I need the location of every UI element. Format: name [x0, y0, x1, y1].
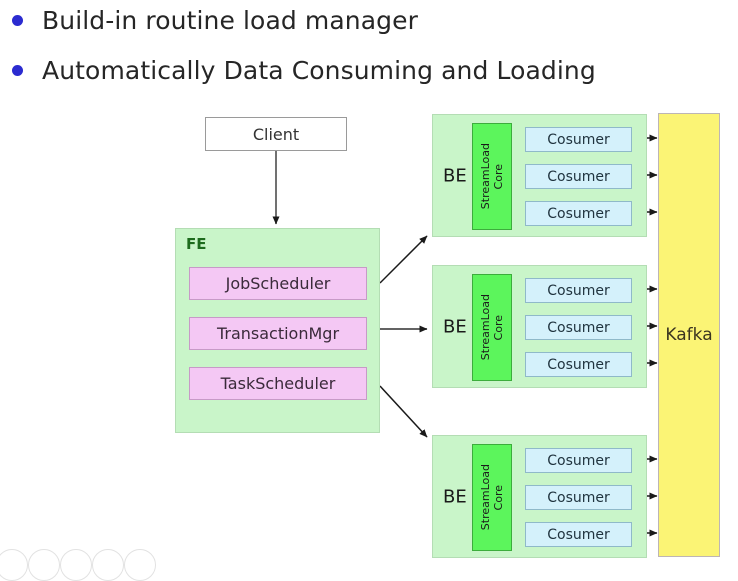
architecture-diagram: Client FE JobScheduler TransactionMgr Ta… [175, 113, 720, 558]
node-be[interactable]: BE StreamLoad Core Cosumer Cosumer Cosum… [432, 265, 647, 388]
arrow-fe-to-be-1 [379, 235, 428, 284]
node-client-label: Client [252, 124, 300, 144]
streamload-core-label: Core [492, 314, 505, 341]
fe-component-label: JobScheduler [225, 274, 331, 293]
bullet-item: Automatically Data Consuming and Loading [12, 56, 596, 85]
streamload-core-label: StreamLoad [479, 143, 492, 210]
node-be-label: BE [443, 486, 467, 507]
streamload-core[interactable]: StreamLoad Core [472, 123, 512, 230]
bullet-text: Build-in routine load manager [42, 6, 418, 35]
streamload-core[interactable]: StreamLoad Core [472, 444, 512, 551]
consumer-box[interactable]: Cosumer [525, 522, 632, 547]
streamload-core[interactable]: StreamLoad Core [472, 274, 512, 381]
node-fe-label: FE [186, 235, 207, 253]
consumer-label: Cosumer [547, 526, 610, 543]
streamload-core-label: StreamLoad [479, 464, 492, 531]
streamload-core-label: Core [492, 163, 505, 190]
bullet-dot-icon [12, 65, 23, 76]
decorative-circle [124, 549, 156, 581]
decorative-circle [28, 549, 60, 581]
node-kafka[interactable]: Kafka [658, 113, 720, 557]
fe-component-taskscheduler[interactable]: TaskScheduler [189, 367, 367, 400]
consumer-label: Cosumer [547, 205, 610, 222]
consumer-box[interactable]: Cosumer [525, 201, 632, 226]
decorative-circle [0, 549, 28, 581]
consumer-box[interactable]: Cosumer [525, 315, 632, 340]
consumer-label: Cosumer [547, 452, 610, 469]
fe-component-label: TransactionMgr [216, 324, 340, 343]
consumer-box[interactable]: Cosumer [525, 448, 632, 473]
decorative-circles [0, 547, 200, 581]
node-fe[interactable]: FE JobScheduler TransactionMgr TaskSched… [175, 228, 380, 433]
node-be[interactable]: BE StreamLoad Core Cosumer Cosumer Cosum… [432, 435, 647, 558]
consumer-label: Cosumer [547, 282, 610, 299]
consumer-label: Cosumer [547, 319, 610, 336]
decorative-circle [92, 549, 124, 581]
consumer-label: Cosumer [547, 131, 610, 148]
decorative-circle [60, 549, 92, 581]
consumer-label: Cosumer [547, 168, 610, 185]
consumer-label: Cosumer [547, 489, 610, 506]
bullet-item: Build-in routine load manager [12, 6, 418, 35]
consumer-box[interactable]: Cosumer [525, 278, 632, 303]
fe-component-label: TaskScheduler [220, 374, 336, 393]
consumer-label: Cosumer [547, 356, 610, 373]
node-kafka-label: Kafka [665, 325, 713, 345]
consumer-box[interactable]: Cosumer [525, 164, 632, 189]
node-be[interactable]: BE StreamLoad Core Cosumer Cosumer Cosum… [432, 114, 647, 237]
fe-component-transactionmgr[interactable]: TransactionMgr [189, 317, 367, 350]
node-client[interactable]: Client [205, 117, 347, 151]
fe-component-jobscheduler[interactable]: JobScheduler [189, 267, 367, 300]
consumer-box[interactable]: Cosumer [525, 127, 632, 152]
node-be-label: BE [443, 165, 467, 186]
consumer-box[interactable]: Cosumer [525, 352, 632, 377]
bullet-text: Automatically Data Consuming and Loading [42, 56, 596, 85]
streamload-core-label: StreamLoad [479, 294, 492, 361]
node-be-label: BE [443, 316, 467, 337]
bullet-dot-icon [12, 15, 23, 26]
streamload-core-label: Core [492, 484, 505, 511]
arrow-fe-to-be-3 [379, 385, 428, 438]
consumer-box[interactable]: Cosumer [525, 485, 632, 510]
